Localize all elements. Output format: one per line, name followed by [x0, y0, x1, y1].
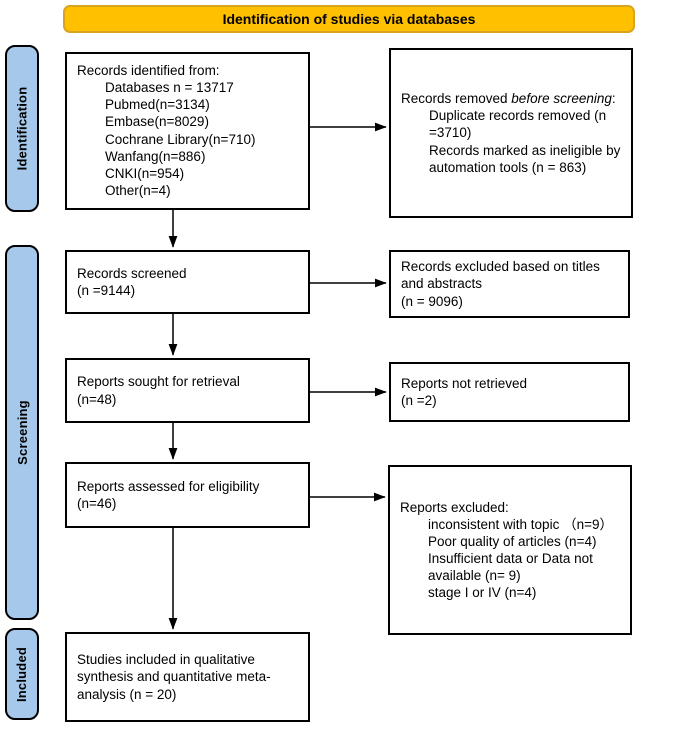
reports-excluded-item: stage I or IV (n=4) — [428, 585, 537, 601]
box-reports-assessed: Reports assessed for eligibility (n=46) — [65, 462, 310, 528]
box-reports-not-retrieved: Reports not retrieved (n =2) — [389, 362, 630, 422]
records-identified-item: Other(n=4) — [105, 182, 171, 198]
reports-excluded-item: inconsistent with topic （n=9） — [428, 516, 613, 532]
records-screened-line: Records screened — [77, 265, 187, 281]
reports-sought-count: (n=48) — [77, 391, 117, 407]
stage-identification-label: Identification — [14, 86, 30, 171]
records-identified-item: Databases n = 13717 — [105, 80, 234, 96]
records-identified-item: Wanfang(n=886) — [105, 148, 206, 164]
reports-excluded-item: Insufficient data or Data not available … — [428, 551, 593, 584]
stage-screening-label: Screening — [14, 400, 30, 465]
stage-identification: Identification — [5, 45, 39, 212]
box-records-excluded-titles: Records excluded based on titles and abs… — [389, 250, 630, 318]
reports-assessed-count: (n=46) — [77, 496, 117, 511]
banner-identification-via-databases: Identification of studies via databases — [63, 5, 635, 33]
records-identified-item: CNKI(n=954) — [105, 165, 185, 181]
box-records-identified: Records identified from: Databases n = 1… — [65, 52, 310, 210]
reports-excluded-item: Poor quality of articles (n=4) — [428, 533, 597, 549]
records-removed-item: Duplicate records removed (n =3710) — [429, 108, 607, 141]
records-excluded-titles-line: Records excluded based on titles and abs… — [401, 259, 600, 292]
reports-assessed-line: Reports assessed for eligibility — [77, 478, 260, 494]
reports-not-retrieved-line: Reports not retrieved — [401, 375, 528, 391]
records-removed-item: Records marked as ineligible by automati… — [429, 142, 621, 175]
records-identified-title: Records identified from: — [77, 63, 220, 78]
box-records-removed: Records removed before screening: Duplic… — [389, 48, 633, 218]
reports-sought-line: Reports sought for retrieval — [77, 374, 240, 390]
stage-included: Included — [5, 628, 39, 720]
banner-label: Identification of studies via databases — [222, 11, 476, 27]
records-screened-count: (n =9144) — [77, 283, 136, 298]
stage-screening: Screening — [5, 245, 39, 620]
reports-not-retrieved-count: (n =2) — [401, 393, 437, 408]
studies-included-text: Studies included in qualitative synthesi… — [77, 652, 271, 702]
box-studies-included: Studies included in qualitative synthesi… — [65, 632, 310, 722]
box-records-screened: Records screened (n =9144) — [65, 250, 310, 314]
records-identified-item: Cochrane Library(n=710) — [105, 131, 256, 147]
records-identified-item: Embase(n=8029) — [105, 114, 209, 130]
records-excluded-titles-count: (n = 9096) — [401, 293, 463, 309]
box-reports-excluded: Reports excluded: inconsistent with topi… — [388, 465, 632, 635]
reports-excluded-title: Reports excluded: — [400, 499, 509, 515]
stage-included-label: Included — [14, 646, 30, 702]
records-identified-item: Pubmed(n=3134) — [105, 97, 210, 113]
box-reports-sought: Reports sought for retrieval (n=48) — [65, 358, 310, 423]
records-removed-title: Records removed before screening: — [401, 91, 616, 107]
